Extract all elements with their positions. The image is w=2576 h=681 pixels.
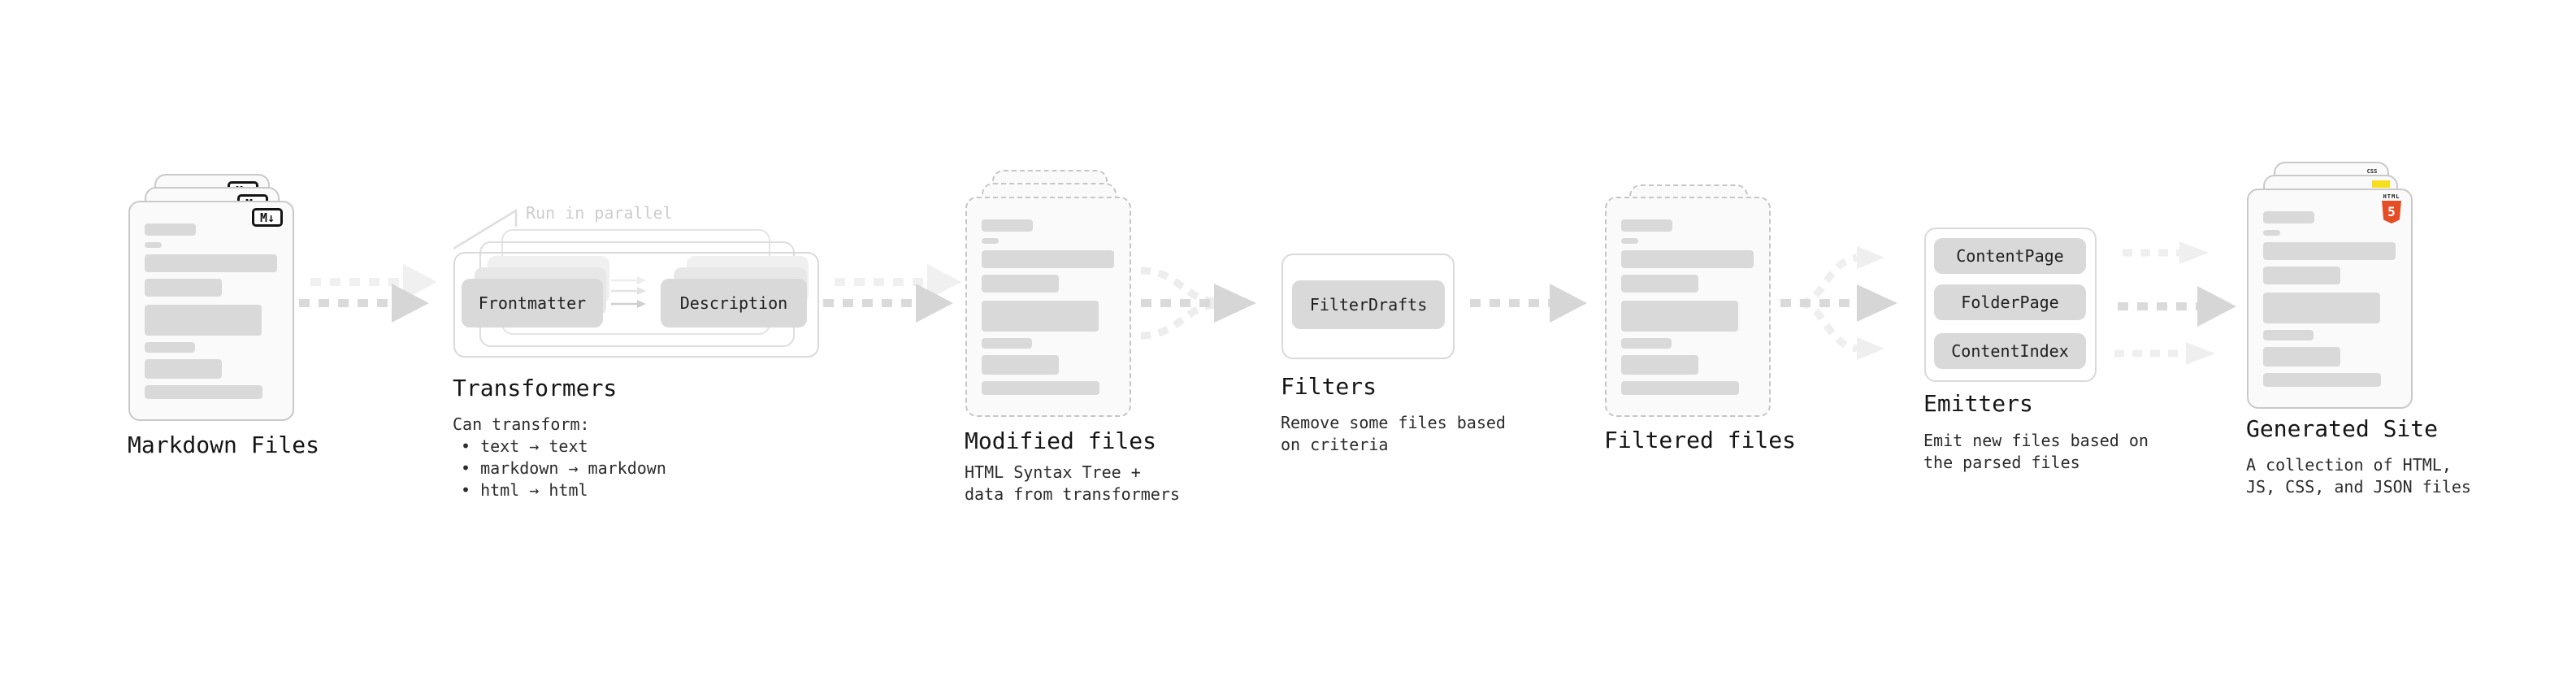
doc-line bbox=[1621, 219, 1672, 232]
transformers-frame-front bbox=[453, 252, 819, 358]
doc-line bbox=[1621, 250, 1754, 268]
doc-line bbox=[145, 385, 262, 399]
markdown-icon: M↓ bbox=[252, 208, 283, 227]
doc-line bbox=[982, 238, 999, 244]
doc-line bbox=[145, 279, 222, 297]
doc-line bbox=[982, 301, 1099, 332]
doc-line bbox=[1621, 381, 1739, 395]
js-icon bbox=[2372, 180, 2390, 188]
filtered-file-card-front bbox=[1605, 197, 1771, 417]
arrow-filters-to-filtered bbox=[1470, 284, 1587, 323]
contentpage-button: ContentPage bbox=[1934, 238, 2086, 274]
arrow-transformers-to-modified bbox=[823, 264, 961, 323]
filtered-files-title: Filtered files bbox=[1604, 427, 1797, 453]
doc-line bbox=[145, 342, 195, 353]
doc-line bbox=[2263, 373, 2381, 387]
folderpage-button: FolderPage bbox=[1934, 284, 2086, 320]
transform-step-arrows bbox=[611, 276, 646, 308]
doc-line bbox=[145, 242, 162, 248]
generated-site-title: Generated Site bbox=[2246, 415, 2439, 442]
arrow-modified-to-filters bbox=[1140, 267, 1256, 340]
arrow-emitters-to-site bbox=[2114, 241, 2236, 365]
doc-line bbox=[982, 381, 1099, 395]
markdown-file-card-front: M↓ bbox=[128, 201, 294, 421]
doc-line bbox=[982, 250, 1114, 268]
filterdrafts-button: FilterDrafts bbox=[1292, 280, 1445, 329]
doc-line bbox=[2263, 347, 2340, 367]
doc-line bbox=[145, 305, 262, 336]
doc-line bbox=[2263, 330, 2314, 340]
site-file-card-html: HTML 5 bbox=[2247, 189, 2413, 409]
html5-icon: HTML 5 bbox=[2381, 193, 2402, 223]
frontmatter-button: Frontmatter bbox=[462, 279, 603, 327]
doc-line bbox=[982, 355, 1059, 375]
doc-line bbox=[2263, 230, 2280, 236]
description-button: Description bbox=[661, 279, 807, 327]
doc-line bbox=[2263, 242, 2396, 260]
modified-files-subtitle: HTML Syntax Tree +data from transformers bbox=[965, 462, 1180, 504]
filters-title: Filters bbox=[1281, 373, 1377, 400]
doc-line bbox=[1621, 275, 1698, 293]
emitters-title: Emitters bbox=[1923, 390, 2033, 417]
transformers-description: Can transform:• text → text• markdown → … bbox=[453, 414, 666, 500]
doc-line bbox=[2263, 293, 2380, 323]
run-in-parallel-note: Run in parallel bbox=[526, 203, 673, 223]
markdown-files-title: Markdown Files bbox=[128, 432, 320, 458]
transformers-title: Transformers bbox=[453, 375, 618, 401]
doc-line bbox=[145, 223, 196, 236]
run-in-parallel-leader-line bbox=[453, 208, 518, 250]
generated-site-subtitle: A collection of HTML,JS, CSS, and JSON f… bbox=[2246, 455, 2471, 497]
doc-line bbox=[1621, 338, 1672, 349]
arrow-filtered-to-emitters bbox=[1780, 246, 1897, 360]
doc-line bbox=[982, 338, 1032, 349]
modified-file-card-front bbox=[965, 197, 1131, 417]
contentindex-button: ContentIndex bbox=[1934, 333, 2086, 369]
arrow-markdown-to-transformers bbox=[299, 264, 437, 323]
doc-line bbox=[145, 254, 277, 272]
doc-line bbox=[2263, 211, 2314, 223]
doc-line bbox=[145, 359, 222, 379]
modified-files-title: Modified files bbox=[965, 427, 1157, 454]
doc-line bbox=[1621, 355, 1698, 375]
doc-line bbox=[1621, 238, 1638, 244]
doc-line bbox=[1621, 301, 1738, 332]
doc-line bbox=[2263, 267, 2340, 284]
doc-line bbox=[982, 275, 1059, 293]
doc-line bbox=[982, 219, 1033, 232]
